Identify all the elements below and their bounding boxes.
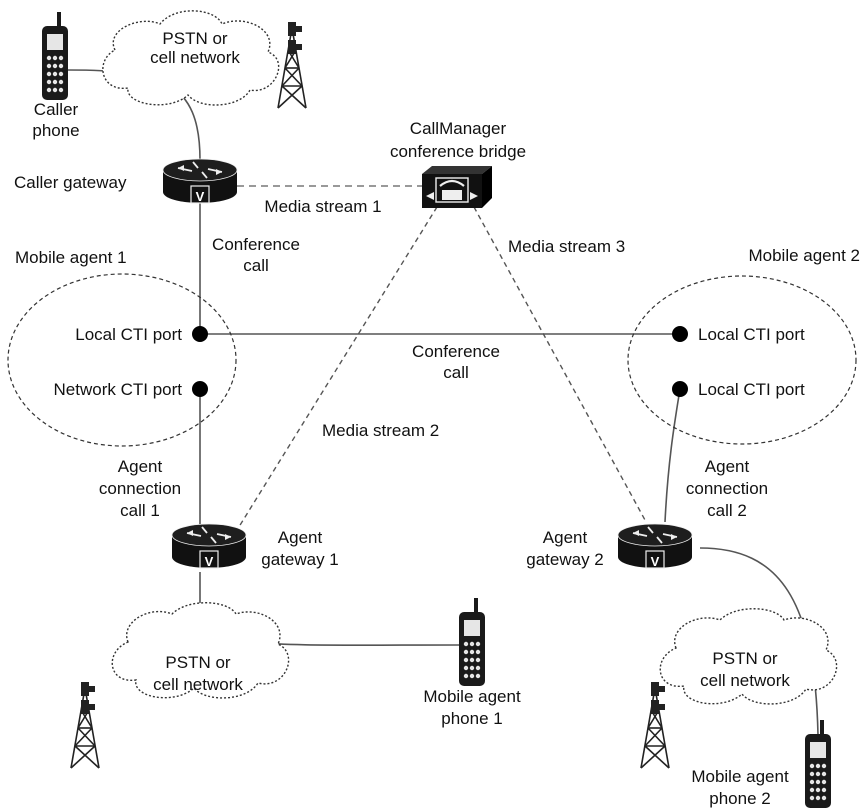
pstn-cloud-bottom-right: PSTN or cell network <box>659 608 838 705</box>
pstn-bl-label-line1: PSTN or <box>165 653 231 672</box>
conference-bridge-icon <box>422 166 492 208</box>
media-stream-3-label: Media stream 3 <box>508 237 625 256</box>
agent-connection-2-label-line1: Agent <box>705 457 750 476</box>
agent-connection-call-2-line <box>664 388 681 523</box>
network-cti-port-label: Network CTI port <box>54 380 183 399</box>
agent-connection-2-label-line3: call 2 <box>707 501 747 520</box>
conference-call-2-label-line1: Conference <box>412 342 500 361</box>
pstn-bl-label-line2: cell network <box>153 675 243 694</box>
cti-port-icon <box>192 326 208 342</box>
cti-port-icon <box>192 381 208 397</box>
mobile-agent-phone-2-label-line1: Mobile agent <box>691 767 789 786</box>
agent-gateway-1-label-line1: Agent <box>278 528 323 547</box>
local-cti-port-2a-label: Local CTI port <box>698 325 805 344</box>
pstn-cloud-top: PSTN or cell network <box>102 10 280 106</box>
phone-icon <box>459 598 485 686</box>
mobile-agent-2-boundary <box>627 275 857 445</box>
callmanager-label-line2: conference bridge <box>390 142 526 161</box>
cti-port-icon <box>672 326 688 342</box>
agent-connection-1-label-line1: Agent <box>118 457 163 476</box>
callmanager-label-line1: CallManager <box>410 119 507 138</box>
pstn-br-label-line1: PSTN or <box>712 649 778 668</box>
conference-call-1-label-line2: call <box>243 256 269 275</box>
mobile-agent-1-boundary <box>7 273 237 447</box>
mobile-agent-phone-1-label-line1: Mobile agent <box>423 687 521 706</box>
cti-port-icon <box>672 381 688 397</box>
cloud-icon <box>111 602 290 699</box>
tower-icon <box>70 681 100 769</box>
pstn-br-label-line2: cell network <box>700 671 790 690</box>
media-stream-2-label: Media stream 2 <box>322 421 439 440</box>
agent-gateway-2-label-line2: gateway 2 <box>526 550 604 569</box>
router-v-mark: V <box>651 554 660 569</box>
tower-icon <box>277 21 307 109</box>
conference-call-2-label-line2: call <box>443 363 469 382</box>
caller-phone-label-line2: phone <box>32 121 79 140</box>
router-v-mark: V <box>196 189 205 204</box>
media-stream-3-line <box>473 206 646 521</box>
mobile-agent-1-label: Mobile agent 1 <box>15 248 127 267</box>
agent-gateway-1-label-line2: gateway 1 <box>261 550 339 569</box>
caller-gateway-router: V <box>162 158 238 204</box>
cloud-icon <box>659 608 838 705</box>
agent-gateway-2-router: V <box>617 523 693 569</box>
mobile-agent-2-label: Mobile agent 2 <box>748 246 860 265</box>
agent-gateway-2-label-line1: Agent <box>543 528 588 547</box>
agent-connection-1-label-line2: connection <box>99 479 181 498</box>
agent-connection-1-label-line3: call 1 <box>120 501 160 520</box>
caller-gateway-label: Caller gateway <box>14 173 127 192</box>
tower-icon <box>640 681 670 769</box>
cloud-icon <box>102 10 280 106</box>
mobile-agent-phone-2-label-line2: phone 2 <box>709 789 770 808</box>
router-v-mark: V <box>205 554 214 569</box>
pstn-top-label-line1: PSTN or <box>162 29 228 48</box>
agent-gateway-1-router: V <box>171 523 247 569</box>
mobile-agent-phone-1-label-line2: phone 1 <box>441 709 502 728</box>
media-stream-1-label: Media stream 1 <box>264 197 381 216</box>
local-cti-port-2b-label: Local CTI port <box>698 380 805 399</box>
media-stream-2-line <box>236 206 438 531</box>
phone-icon <box>42 12 68 100</box>
local-cti-port-1-label: Local CTI port <box>75 325 182 344</box>
caller-phone-label-line1: Caller <box>34 100 79 119</box>
conference-call-1-label-line1: Conference <box>212 235 300 254</box>
pstn-cloud-bottom-left: PSTN or cell network <box>111 602 290 699</box>
agent-connection-2-label-line2: connection <box>686 479 768 498</box>
pstn-top-label-line2: cell network <box>150 48 240 67</box>
